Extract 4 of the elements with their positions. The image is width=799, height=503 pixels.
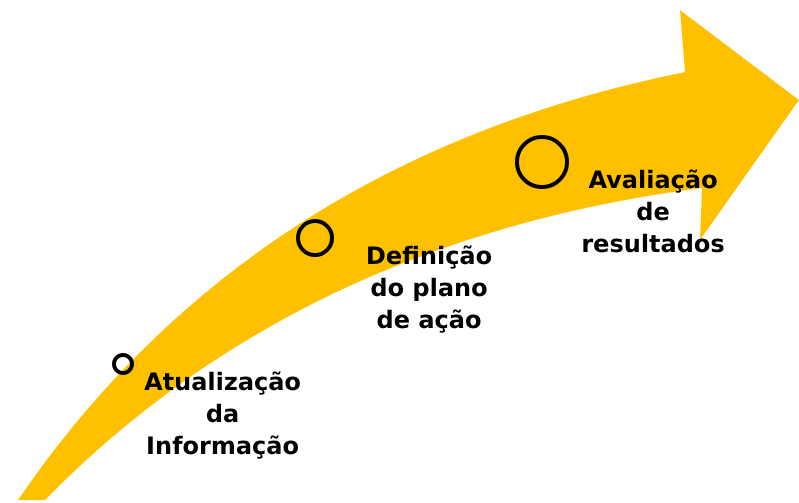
circle-marker	[296, 219, 334, 257]
step-label: Avaliação de resultados	[580, 165, 726, 260]
circle-marker	[515, 135, 569, 189]
circle-marker	[112, 353, 134, 375]
